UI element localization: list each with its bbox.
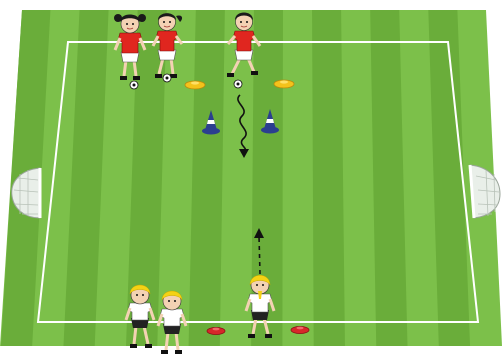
grass-stripe bbox=[312, 0, 345, 361]
red-flat-cone bbox=[207, 327, 225, 334]
yellow-flat-cone bbox=[185, 81, 205, 89]
yellow-flat-cone bbox=[274, 80, 294, 88]
red-flat-cone bbox=[291, 326, 309, 333]
